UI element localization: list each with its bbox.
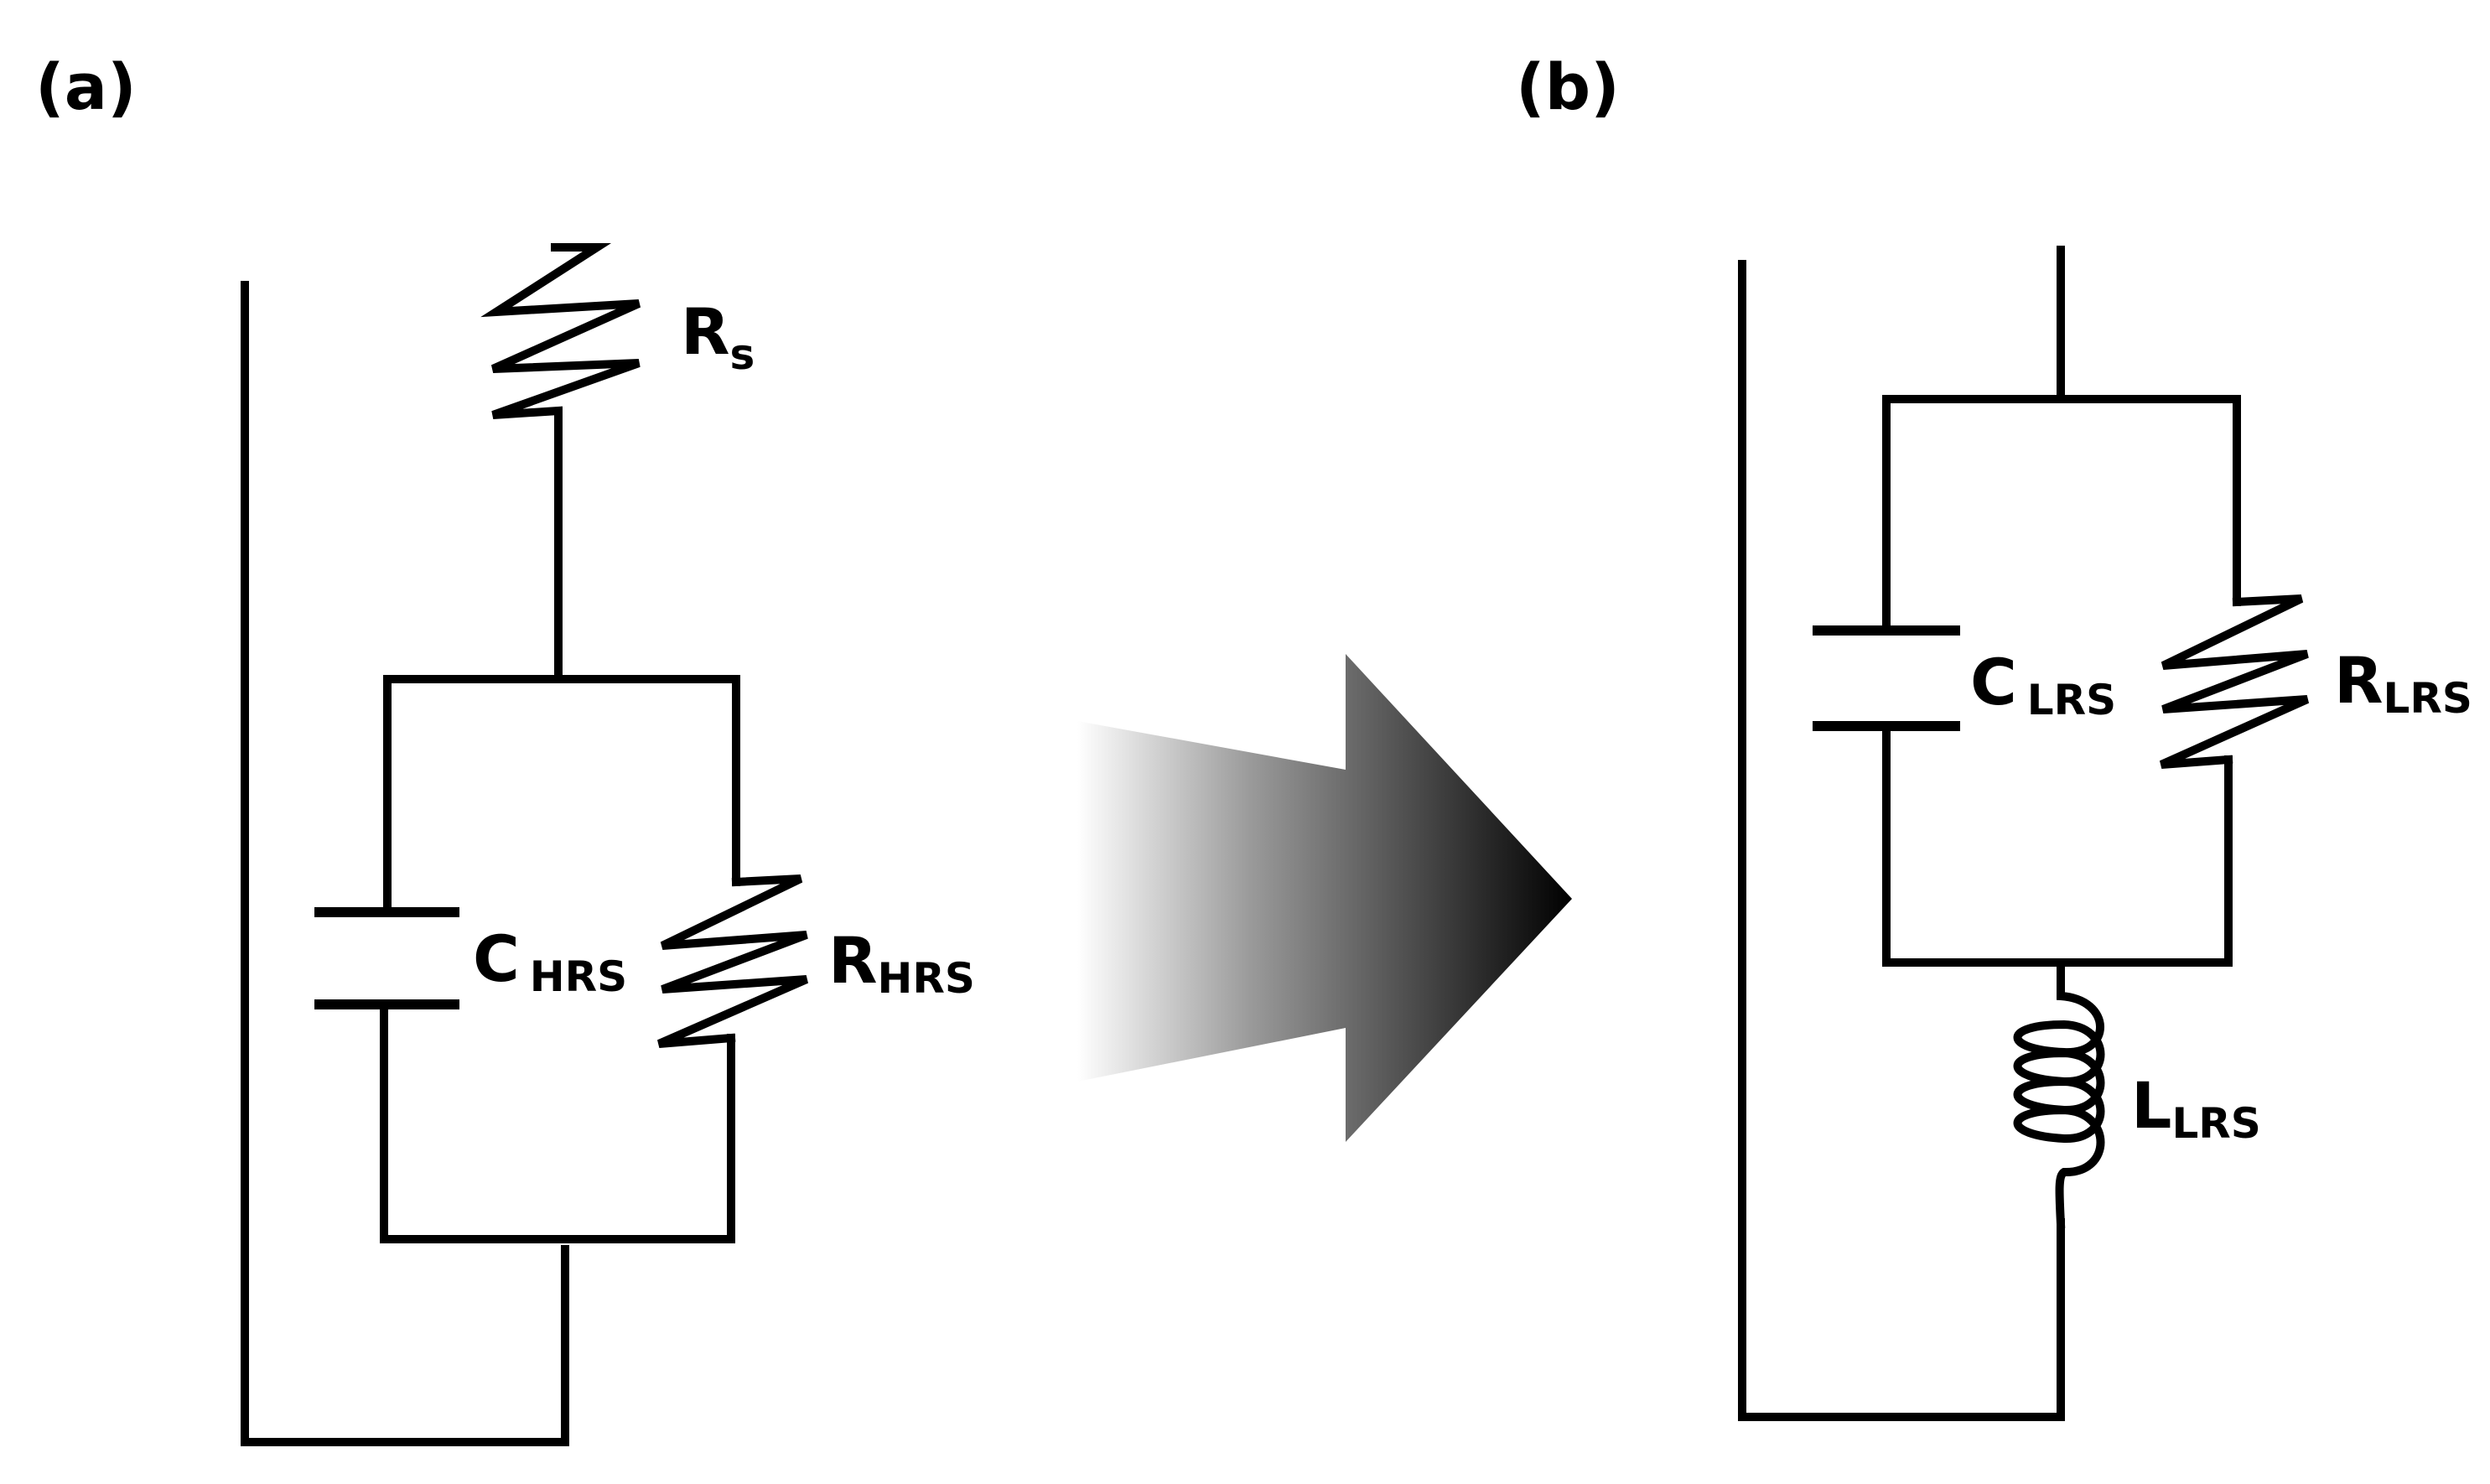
- panel-b-inductor-label: LLRS: [2131, 1068, 2261, 1148]
- panel-a-resistor-label: RHRS: [828, 923, 975, 1003]
- panel-b-resistor-zigzag: [2159, 594, 2310, 769]
- panel-b-resistor-label: RLRS: [2334, 643, 2472, 723]
- panel-b-inductor-coil: [2013, 958, 2105, 1229]
- panel-a-rs-label: Rs: [681, 294, 755, 379]
- panel-a-rs-resistor: [480, 243, 641, 675]
- panel-a-label: (a): [35, 49, 137, 124]
- transition-arrow: [1077, 654, 1572, 1142]
- panel-a-outer-wire: [241, 281, 569, 1446]
- panel-b-label: (b): [1516, 49, 1620, 124]
- panel-a-resistor-zigzag: [656, 874, 809, 1048]
- panel-b-parallel-top: [1882, 395, 2241, 633]
- panel-a-parallel-top: [383, 675, 740, 914]
- panel-a-parallel-bottom: [380, 1002, 735, 1243]
- panel-b-outer-wire: [1738, 260, 2065, 1421]
